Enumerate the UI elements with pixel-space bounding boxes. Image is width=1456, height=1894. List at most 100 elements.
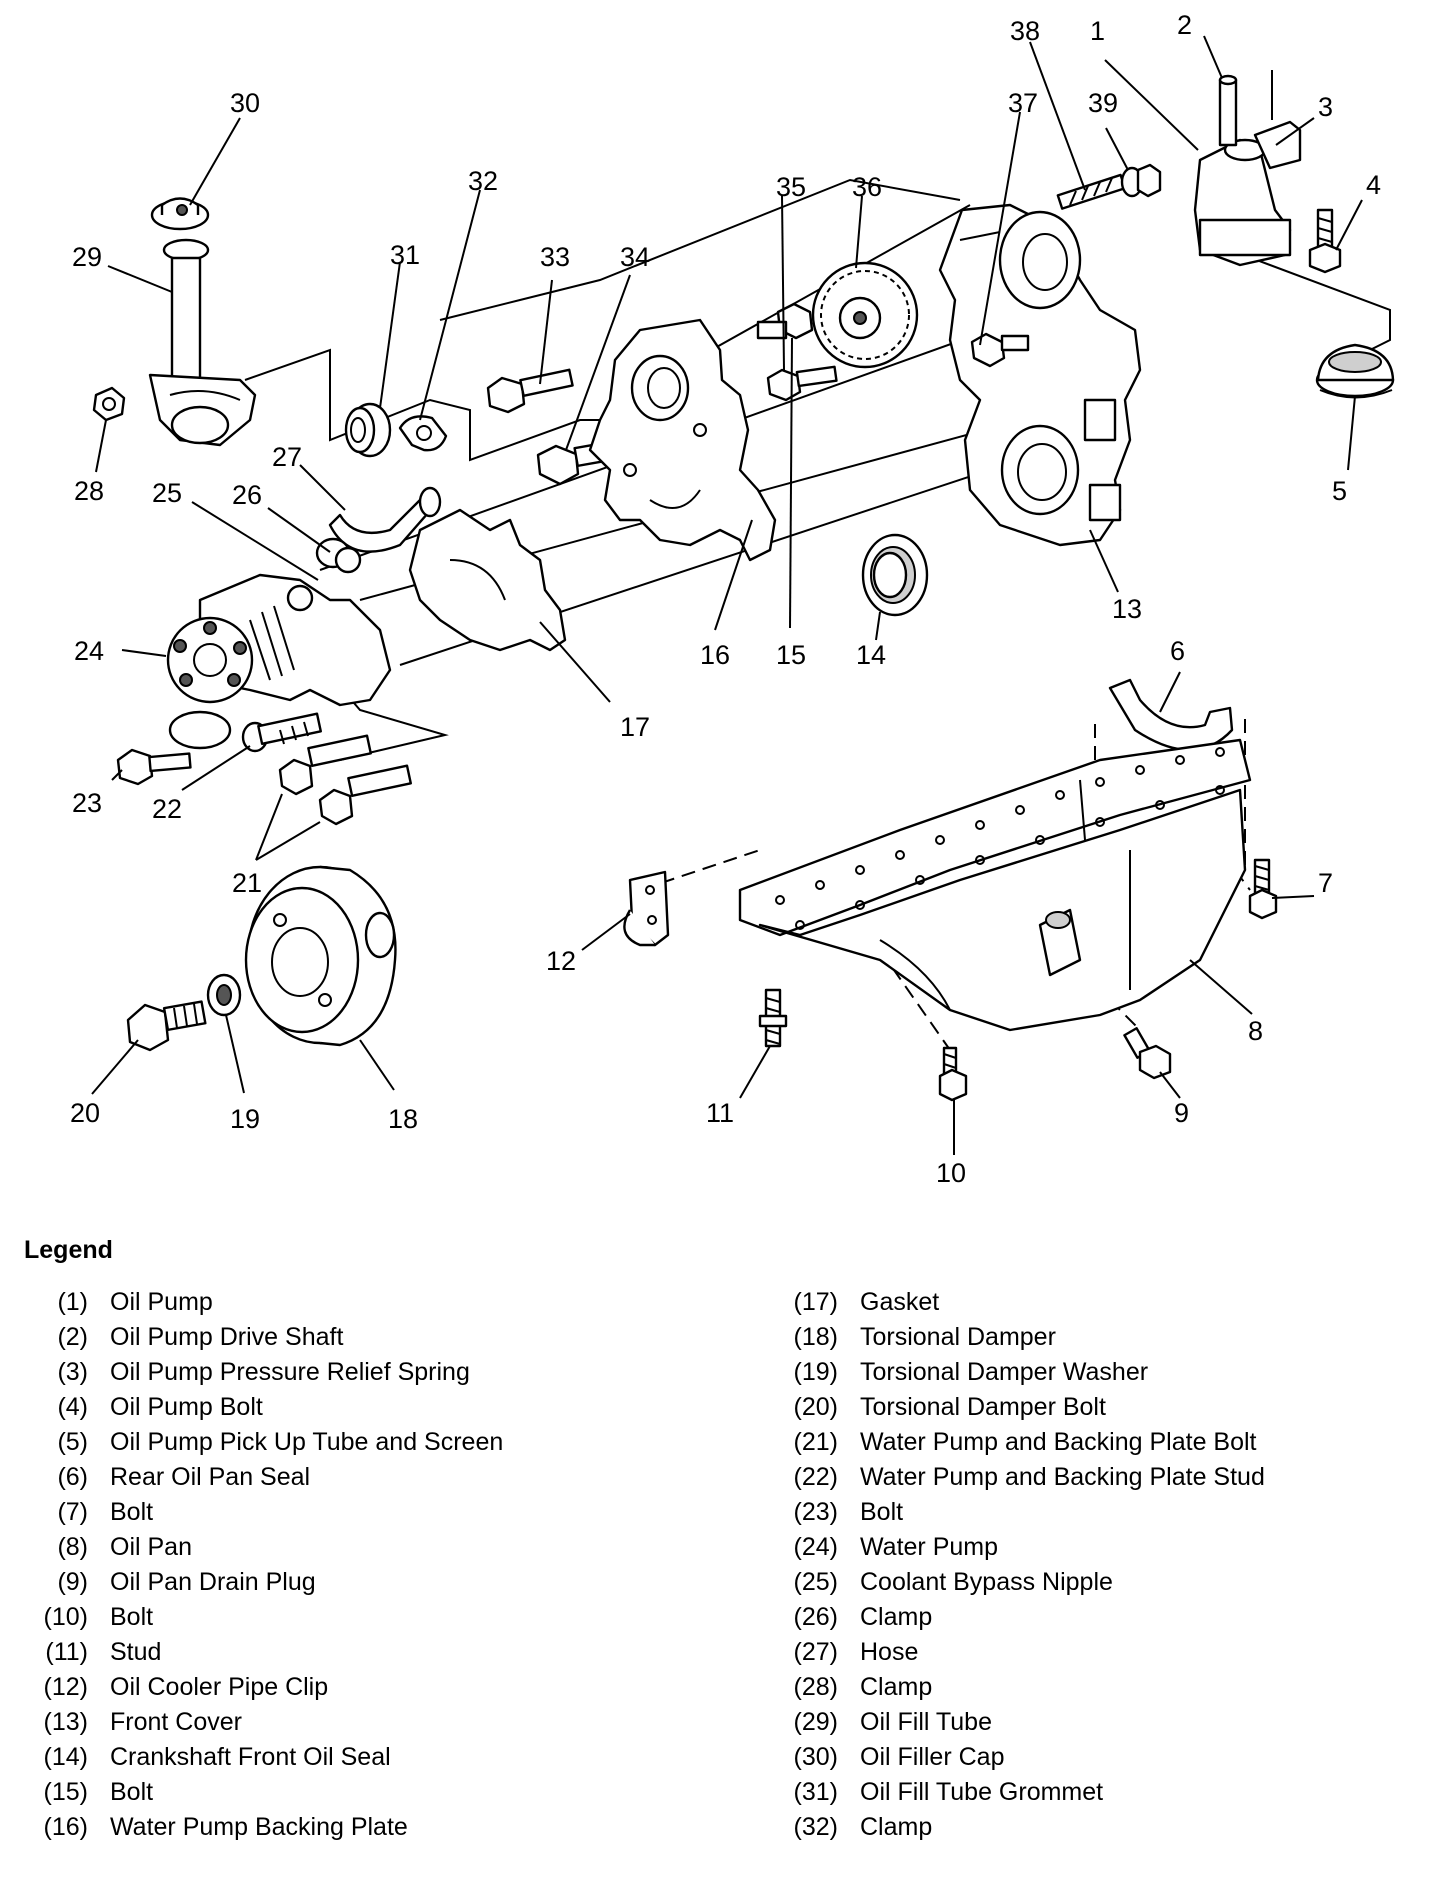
legend-column-right: (17)Gasket(18)Torsional Damper(19)Torsio… [750, 1285, 1265, 1845]
legend-item-name: Oil Pump Pressure Relief Spring [110, 1358, 470, 1386]
legend-item-name: Clamp [860, 1603, 933, 1631]
legend-item-name: Oil Pump Drive Shaft [110, 1323, 344, 1351]
legend-item-number: (17) [793, 1288, 838, 1316]
callout-39: 39 [1088, 88, 1118, 118]
callout-31: 31 [390, 240, 420, 270]
callout-26: 26 [232, 480, 262, 510]
legend-item-number: (12) [43, 1673, 88, 1701]
rear-oil-pan-seal [1108, 678, 1234, 752]
legend-item-name: Torsional Damper Bolt [860, 1393, 1106, 1421]
legend-item: (7)Bolt [0, 1495, 503, 1530]
legend-item: (18)Torsional Damper [750, 1320, 1265, 1355]
legend-item-number: (27) [793, 1638, 838, 1666]
bolt-33 [486, 368, 574, 414]
legend-item: (22)Water Pump and Backing Plate Stud [750, 1460, 1265, 1495]
legend-item: (10) Bolt [0, 1600, 503, 1635]
bolt-10 [938, 1046, 968, 1102]
legend-item-name: Oil Filler Cap [860, 1743, 1005, 1771]
oil-pan [738, 738, 1252, 1032]
legend-item: (30) Oil Filler Cap [750, 1740, 1265, 1775]
legend-item-name: Gasket [860, 1288, 940, 1316]
legend-item: (26) Clamp [750, 1600, 1265, 1635]
callout-32: 32 [468, 166, 498, 196]
callout-38: 38 [1010, 16, 1040, 46]
legend-item-number: (26) [793, 1603, 838, 1631]
callout-37: 37 [1008, 88, 1038, 118]
legend-item: (28) Clamp [750, 1670, 1265, 1705]
legend-item-name: Clamp [860, 1673, 933, 1701]
oil-pan-flange-holes [775, 747, 1225, 930]
legend-item-name: Hose [860, 1638, 919, 1666]
legend-item-number: (10) [43, 1603, 88, 1631]
legend-item: (15)Bolt [0, 1775, 503, 1810]
legend-item: (17) Gasket [750, 1285, 1265, 1320]
legend-item-name: Oil Pump Pick Up Tube and Screen [110, 1428, 504, 1456]
bolt-7 [1248, 858, 1278, 920]
callout-1: 1 [1090, 16, 1105, 46]
legend-item-number: (23) [793, 1498, 838, 1526]
legend-item-name: Oil Pan [110, 1533, 192, 1561]
callout-9: 9 [1174, 1098, 1189, 1128]
legend-item-number: (15) [43, 1778, 88, 1806]
legend-item-name: Clamp [860, 1813, 933, 1841]
legend-item-number: (29) [793, 1708, 838, 1736]
callout-12: 12 [546, 946, 576, 976]
legend-item: (5) Oil Pump Pick Up Tube and Screen [0, 1425, 503, 1460]
bolt-23 [116, 748, 192, 786]
legend-item-name: Oil Cooler Pipe Clip [110, 1673, 329, 1701]
legend-item-number: (28) [793, 1673, 838, 1701]
legend-item-name: Stud [110, 1638, 162, 1666]
legend-item: (31)Oil Fill Tube Grommet [750, 1775, 1265, 1810]
legend-item-number: (16) [43, 1813, 88, 1841]
callout-10: 10 [936, 1158, 966, 1188]
legend-item-number: (11) [45, 1638, 88, 1666]
legend-item-number: (9) [57, 1568, 88, 1596]
callout-leaders [91, 35, 1363, 1155]
legend-item-number: (5) [57, 1428, 88, 1456]
legend-item-number: (30) [793, 1743, 838, 1771]
legend-item-name: Water Pump [860, 1533, 999, 1561]
legend-item: (1)Oil Pump [0, 1285, 503, 1320]
legend-item: (11) Stud [0, 1635, 503, 1670]
legend-item-name: Water Pump and Backing Plate Bolt [860, 1428, 1257, 1456]
legend-item-name: Oil Pan Drain Plug [110, 1568, 316, 1596]
legend-item-number: (19) [793, 1358, 838, 1386]
legend-item-number: (2) [57, 1323, 88, 1351]
stud-38 [1056, 173, 1127, 210]
callout-28: 28 [74, 476, 104, 506]
legend-item-name: Water Pump and Backing Plate Stud [860, 1463, 1265, 1491]
legend-item-name: Crankshaft Front Oil Seal [110, 1743, 391, 1771]
legend-item-number: (8) [57, 1533, 88, 1561]
oil-pump [1193, 120, 1302, 267]
callout-21: 21 [232, 868, 262, 898]
oil-cooler-pipe-clip [623, 870, 670, 947]
oil-filler-cap [150, 197, 210, 231]
legend-item: (24)Water Pump [750, 1530, 1265, 1565]
clamp-32 [398, 415, 448, 452]
legend-item-number: (3) [57, 1358, 88, 1386]
legend-item-name: Oil Fill Tube [860, 1708, 992, 1736]
legend-item-name: Oil Fill Tube Grommet [860, 1778, 1104, 1806]
torsional-damper-bolt [126, 1000, 207, 1052]
legend-item-name: Front Cover [110, 1708, 242, 1736]
legend-item: (6)Rear Oil Pan Seal [0, 1460, 503, 1495]
legend-item: (27) Hose [750, 1635, 1265, 1670]
legend-item: (25)Coolant Bypass Nipple [750, 1565, 1265, 1600]
legend-column-left: (1)Oil Pump (2) Oil Pump Drive Shaft (3) Oil… [0, 1285, 504, 1845]
legend-item: (29) Oil Fill Tube [750, 1705, 1265, 1740]
legend-item-name: Bolt [110, 1603, 154, 1631]
legend-item: (4)Oil Pump Bolt [0, 1390, 503, 1425]
oil-pump-drive-shaft [1218, 74, 1238, 147]
callout-25: 25 [152, 478, 182, 508]
legend-item: (19)Torsional Damper Washer [750, 1355, 1265, 1390]
bolt-35 [766, 365, 838, 402]
stud-22 [241, 712, 322, 753]
bolt-21a [278, 734, 372, 796]
legend-title: Legend [24, 1236, 113, 1264]
legend-item-number: (25) [793, 1568, 838, 1596]
legend-item-number: (13) [43, 1708, 88, 1736]
callout-34: 34 [620, 242, 650, 272]
legend-item-number: (14) [43, 1743, 88, 1771]
legend-item: (2) Oil Pump Drive Shaft [0, 1320, 503, 1355]
callout-3: 3 [1318, 92, 1333, 122]
